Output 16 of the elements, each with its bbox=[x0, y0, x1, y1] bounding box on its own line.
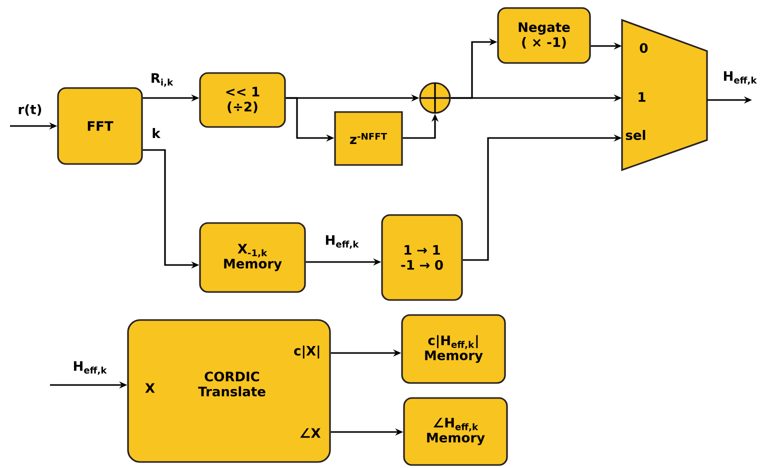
edge-label: H$_{eff,k}$ bbox=[74, 361, 107, 375]
edge-label: H$_{eff,k}$ bbox=[326, 235, 359, 249]
process-box: X$_{-1,k}$ Memory bbox=[199, 222, 306, 293]
process-box: ∠H$_{eff,k}$ Memory bbox=[403, 397, 508, 466]
edge-label: R$_{i,k}$ bbox=[152, 73, 174, 87]
delay-box: z$^{-NFFT}$ bbox=[334, 111, 403, 166]
process-box: FFT bbox=[57, 87, 143, 165]
process-box: << 1 (÷2) bbox=[199, 72, 286, 128]
process-box: X CORDIC Translate c|X| ∠X bbox=[127, 319, 331, 463]
edge-label: H$_{eff,k}$ bbox=[724, 71, 757, 85]
process-box: Negate ( × -1) bbox=[497, 7, 591, 64]
edge-label: k bbox=[152, 128, 161, 138]
process-box: c|H$_{eff,k}$| Memory bbox=[401, 314, 506, 384]
edge-label: r(t) bbox=[18, 104, 42, 116]
process-box: 1 → 1 -1 → 0 bbox=[381, 214, 463, 301]
adder-circle bbox=[419, 82, 451, 114]
